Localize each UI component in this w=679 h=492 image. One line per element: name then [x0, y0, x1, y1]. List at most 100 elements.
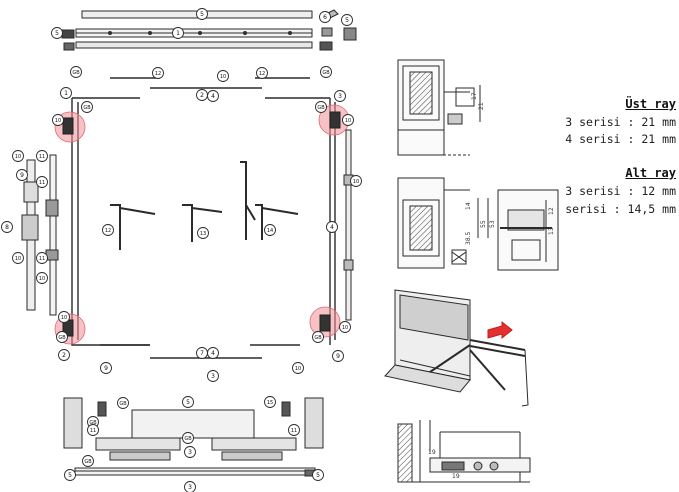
- stay-arm-1: [110, 204, 121, 250]
- callout-label: 6: [323, 14, 327, 21]
- callout-label: GB: [314, 335, 322, 341]
- callout-c27: 11: [36, 252, 48, 264]
- callout-c41: GB: [312, 331, 324, 343]
- profile-section-bottom: [397, 177, 559, 271]
- callout-circle: [315, 101, 327, 113]
- callout-c32: 10: [58, 311, 70, 323]
- callout-label: 9: [104, 365, 108, 372]
- callout-circle: [326, 221, 338, 233]
- callout-c40: 10: [292, 362, 304, 374]
- callout-c34: 2: [58, 349, 70, 361]
- callout-circle: [207, 90, 219, 102]
- callout-c12: 2: [196, 89, 208, 101]
- callout-c50: 3: [184, 446, 196, 458]
- callout-label: 14: [267, 228, 273, 234]
- callout-c23: 8: [1, 221, 13, 233]
- callout-label: 15: [267, 400, 273, 406]
- dimension-labels: 21 17 14 55 53 38.5 12 13 19 19: [428, 92, 555, 480]
- callout-circle: [196, 8, 208, 20]
- callout-label: 9: [336, 353, 340, 360]
- callout-label: 8: [5, 224, 9, 231]
- dim-17: 17: [471, 92, 478, 100]
- callout-label: 7: [200, 350, 204, 357]
- bottom-end-cap-left: [63, 397, 83, 449]
- callout-circle: [12, 150, 24, 162]
- callout-label: GB: [72, 70, 80, 76]
- callout-label: GB: [58, 335, 66, 341]
- callout-label: 11: [39, 180, 45, 186]
- callout-circle: [36, 272, 48, 284]
- stay-arms: [110, 161, 299, 250]
- callout-circle: [319, 11, 331, 23]
- dim-13: 13: [548, 227, 555, 235]
- callout-circle: [292, 362, 304, 374]
- callout-circle: [332, 350, 344, 362]
- callout-circle: [152, 67, 164, 79]
- callout-circle: [312, 331, 324, 343]
- callout-circle: [182, 432, 194, 444]
- callout-c28: 10: [36, 272, 48, 284]
- callout-label: 2: [62, 352, 66, 359]
- bottom-end-cap-right: [304, 397, 324, 449]
- callout-label: 5: [186, 399, 190, 406]
- callout-label: GB: [84, 459, 92, 465]
- callout-circle: [288, 424, 300, 436]
- legend-bottom-line1: 3 serisi : 12 mm: [565, 184, 676, 198]
- callout-circle: [339, 321, 351, 333]
- callout-circle: [60, 87, 72, 99]
- legend-top-line2: 4 serisi : 21 mm: [565, 132, 676, 146]
- callout-c29: 12: [102, 224, 114, 236]
- dim-38-5: 38.5: [465, 231, 472, 245]
- callout-label: GB: [83, 105, 91, 111]
- bottom-cover: [131, 409, 255, 439]
- callout-circle: [16, 169, 28, 181]
- callout-label: 2: [200, 92, 204, 99]
- dim-19b: 19: [452, 473, 460, 480]
- callout-c33: GB: [56, 331, 68, 343]
- callout-circle: [197, 227, 209, 239]
- callout-c3: 5: [341, 14, 353, 26]
- bottom-carriage-right: [211, 437, 297, 451]
- callout-c17: 10: [342, 114, 354, 126]
- callout-c16: 10: [52, 114, 64, 126]
- callout-c52: GB: [82, 455, 94, 467]
- callout-c15: GB: [81, 101, 93, 113]
- callout-circle: [87, 424, 99, 436]
- callout-circle: [207, 370, 219, 382]
- callout-c11: 1: [60, 87, 72, 99]
- callout-label: 10: [295, 366, 301, 372]
- callout-circle: [58, 311, 70, 323]
- dim-21: 21: [478, 102, 485, 110]
- callout-circle: [207, 347, 219, 359]
- callout-label: 12: [259, 71, 265, 77]
- callout-circle: [264, 396, 276, 408]
- callout-circle: [64, 469, 76, 481]
- stay-arm-4: [255, 204, 263, 240]
- callout-c21: 9: [16, 169, 28, 181]
- callout-c54: 3: [184, 481, 196, 492]
- callout-circle: [82, 455, 94, 467]
- callout-c6: GB: [70, 66, 82, 78]
- callout-label: 10: [55, 118, 61, 124]
- dim-53: 53: [489, 220, 496, 228]
- callout-c38: 10: [339, 321, 351, 333]
- callout-label: GB: [89, 420, 97, 426]
- callout-c30: 13: [197, 227, 209, 239]
- callout-label: 9: [20, 172, 24, 179]
- dim-55: 55: [480, 220, 487, 228]
- callout-c35: 7: [196, 347, 208, 359]
- callout-circle: [172, 27, 184, 39]
- callout-label: 5: [68, 472, 72, 479]
- callout-c43: GB: [117, 397, 129, 409]
- callout-circle: [52, 114, 64, 126]
- callout-c9: 12: [256, 67, 268, 79]
- callout-circle: [56, 331, 68, 343]
- callout-label: 10: [61, 315, 67, 321]
- legend-top-line1: 3 serisi : 21 mm: [565, 115, 676, 129]
- dim-12: 12: [548, 207, 555, 215]
- callout-c47: 11: [87, 424, 99, 436]
- callout-label: 4: [211, 93, 215, 100]
- callout-c48: 11: [288, 424, 300, 436]
